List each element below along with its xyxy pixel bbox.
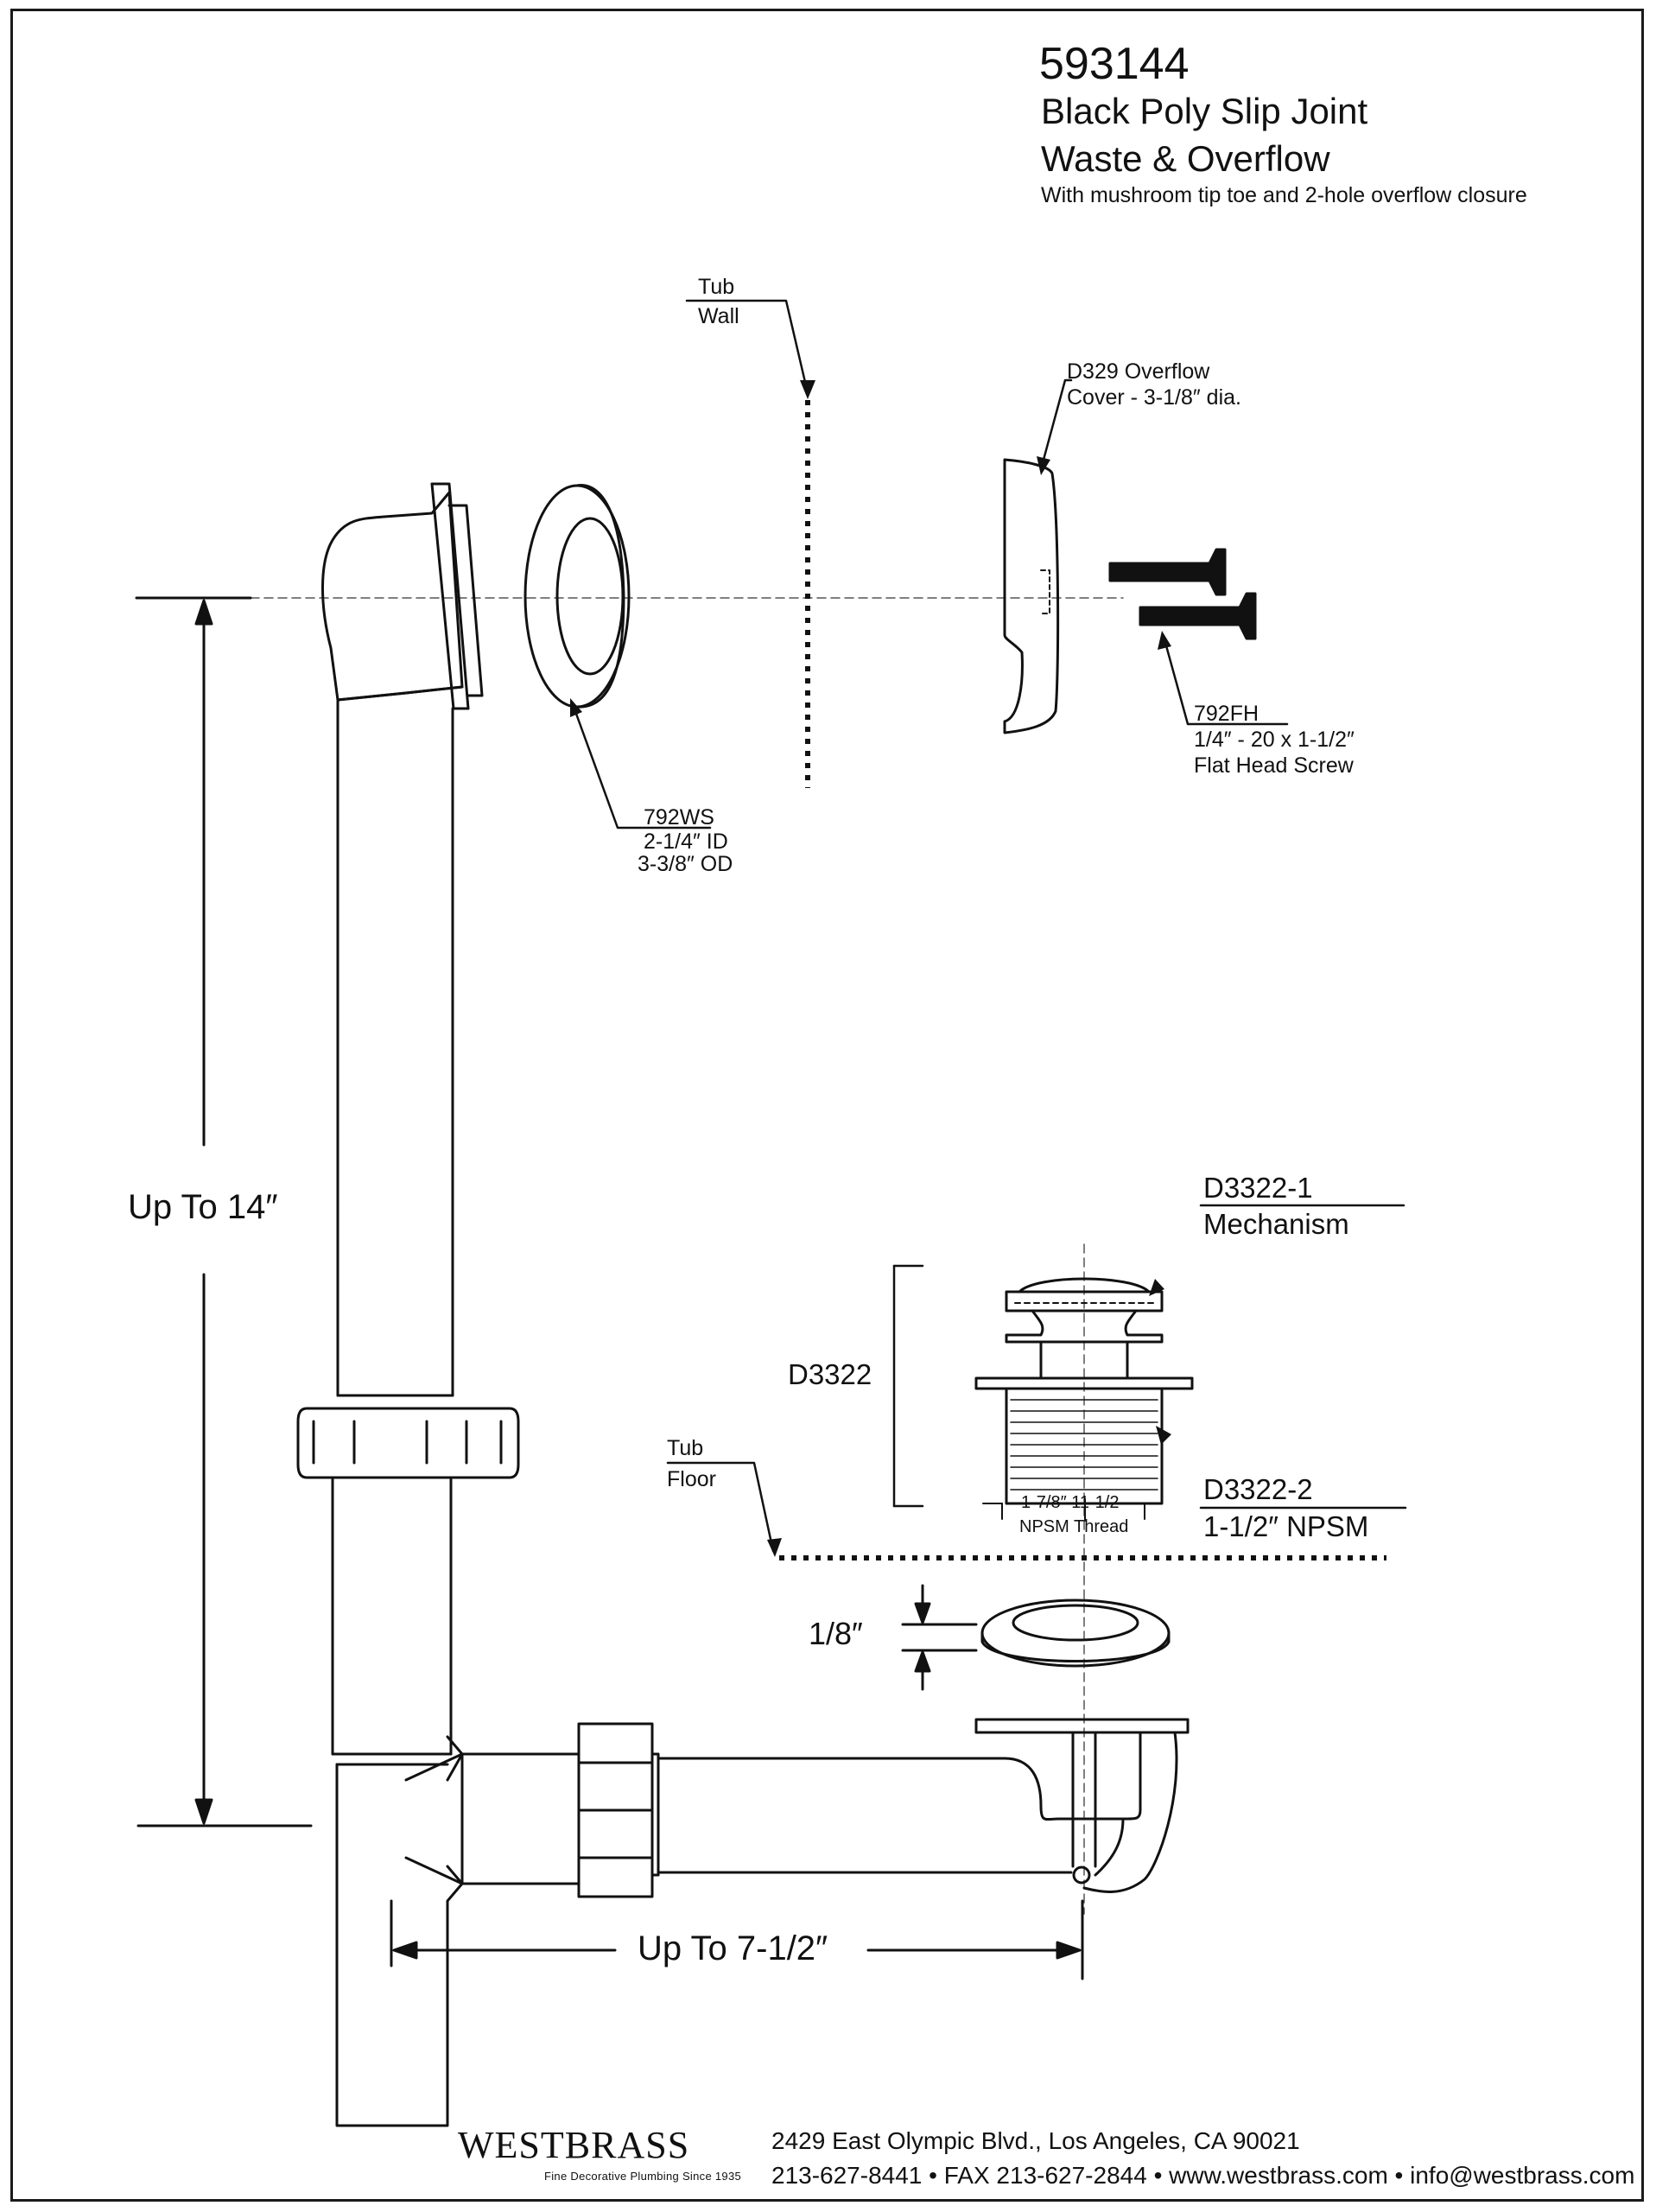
tub-wall-label-1: Tub bbox=[698, 275, 735, 299]
thread-spec-label-2: NPSM Thread bbox=[1019, 1517, 1129, 1536]
leaders bbox=[571, 299, 1407, 1553]
overflow-cover bbox=[1003, 458, 1060, 734]
gasket-thickness-label: 1/8″ bbox=[809, 1616, 863, 1651]
floor-gasket bbox=[980, 1599, 1171, 1668]
tub-floor-label-1: Tub bbox=[667, 1436, 704, 1460]
washer-label-1: 792WS bbox=[644, 805, 714, 830]
waste-slip-nut bbox=[577, 1722, 660, 1898]
drain-assembly-label: D3322 bbox=[788, 1358, 872, 1390]
overflow-cover-label-2: Cover - 3-1/8″ dia. bbox=[1067, 385, 1241, 410]
body-label-1: D3322-2 bbox=[1203, 1473, 1313, 1505]
model-number: 593144 bbox=[1039, 39, 1190, 89]
screw-label-1: 792FH bbox=[1194, 702, 1259, 726]
gasket-thickness-dimension bbox=[901, 1584, 978, 1691]
brand-tagline: Fine Decorative Plumbing Since 1935 bbox=[544, 2170, 742, 2183]
footer-contact: 213-627-8441 • FAX 213-627-2844 • www.we… bbox=[771, 2162, 1635, 2189]
drain-threads bbox=[1010, 1399, 1158, 1491]
body-label-2: 1-1/2″ NPSM bbox=[1203, 1510, 1369, 1542]
waste-shoe bbox=[974, 1718, 1190, 1893]
drawing-border bbox=[10, 9, 1644, 2202]
screw-label-2: 1/4″ - 20 x 1-1/2″ bbox=[1194, 728, 1355, 752]
overflow-elbow bbox=[321, 482, 484, 710]
tub-wall-label-2: Wall bbox=[698, 304, 739, 328]
arrowheads bbox=[570, 380, 1171, 1557]
overflow-washer bbox=[523, 484, 631, 709]
overflow-cover-label-1: D329 Overflow bbox=[1067, 359, 1210, 384]
brand-logo: WESTBRASS bbox=[458, 2124, 690, 2166]
lower-vertical-pipe bbox=[331, 1476, 453, 1766]
tee-fitting bbox=[335, 1735, 581, 2127]
tub-floor-label-2: Floor bbox=[667, 1467, 716, 1491]
thread-spec-label-1: 1-7/8″ 11-1/2 bbox=[1021, 1493, 1120, 1512]
width-dimension-label: Up To 7-1/2″ bbox=[638, 1929, 828, 1967]
width-dimension bbox=[390, 1899, 1084, 1980]
overflow-vertical-pipe bbox=[336, 698, 454, 1397]
mechanism-label-1: D3322-1 bbox=[1203, 1172, 1313, 1204]
height-dimension bbox=[135, 596, 313, 1827]
product-subtitle: With mushroom tip toe and 2-hole overflo… bbox=[1041, 183, 1527, 207]
footer-address: 2429 East Olympic Blvd., Los Angeles, CA… bbox=[771, 2127, 1300, 2154]
waste-horizontal-pipe bbox=[657, 1757, 1073, 1874]
mechanism-label-2: Mechanism bbox=[1203, 1208, 1349, 1240]
screw-label-3: Flat Head Screw bbox=[1194, 753, 1354, 778]
product-name-line1: Black Poly Slip Joint bbox=[1041, 91, 1368, 131]
slip-nut bbox=[296, 1407, 520, 1479]
flat-head-screws bbox=[1108, 548, 1257, 640]
washer-label-2: 2-1/4″ ID bbox=[644, 830, 728, 854]
centerlines bbox=[250, 597, 1124, 1915]
product-name-line2: Waste & Overflow bbox=[1041, 138, 1330, 179]
height-dimension-label: Up To 14″ bbox=[128, 1188, 278, 1226]
washer-label-3: 3-3/8″ OD bbox=[638, 852, 733, 876]
